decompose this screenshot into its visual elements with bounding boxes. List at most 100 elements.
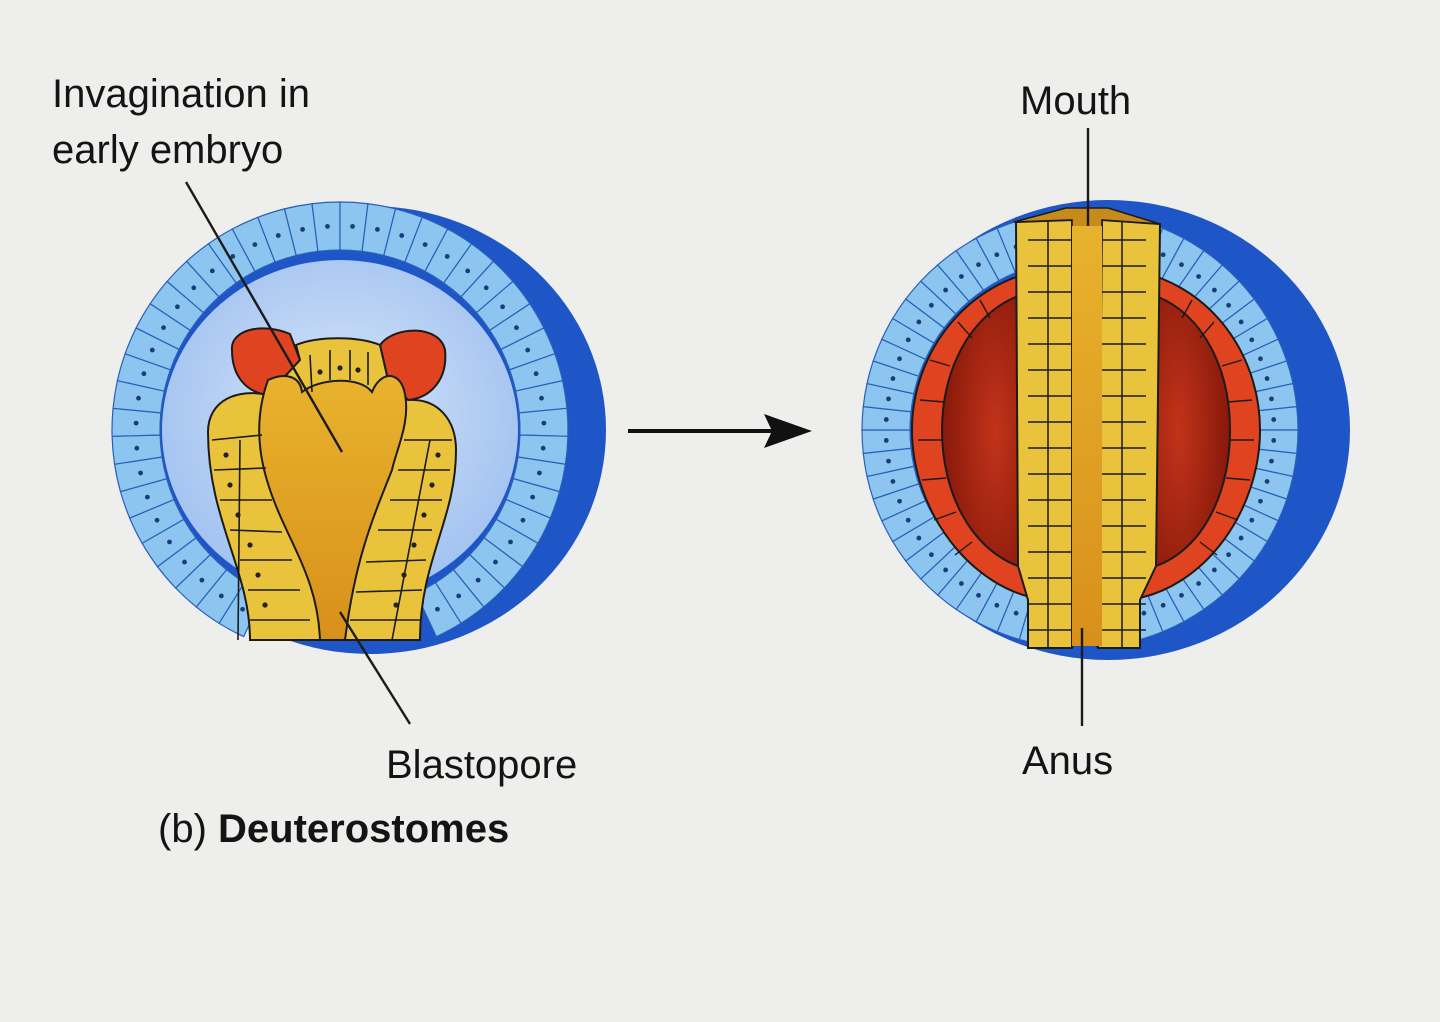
cell-nucleus (1269, 396, 1274, 402)
cell-nucleus (1264, 376, 1270, 381)
invagination-label: Invagination in early embryo (52, 66, 310, 178)
cell-nucleus (161, 325, 166, 331)
blastopore-leader-line (338, 611, 412, 725)
cell-nucleus (958, 274, 964, 279)
cell-nucleus (435, 606, 440, 612)
cell-nucleus (1179, 262, 1184, 268)
mouth-label: Mouth (1020, 79, 1132, 123)
endoderm-cell-lines (211, 350, 452, 641)
endoderm-cell-lines (1028, 222, 1146, 648)
gut-lumen (1072, 226, 1102, 646)
cell-nucleus (943, 567, 949, 573)
cell-nucleus (300, 227, 305, 232)
cell-nucleus (994, 252, 1000, 258)
cell-nucleus (444, 254, 450, 259)
invagination-label-line1: Invagination in (52, 72, 310, 116)
cell-nucleus (883, 417, 889, 422)
figure-caption: (b) Deuterostomes (158, 801, 509, 857)
cell-nucleus (1238, 319, 1244, 325)
cell-nucleus (134, 445, 140, 451)
embryo-with-coelom (861, 128, 1350, 726)
cell-nucleus (1226, 552, 1232, 558)
cell-nucleus (1211, 287, 1217, 293)
cell-nucleus (375, 227, 380, 232)
cell-nucleus (136, 395, 141, 401)
endoderm-strip-left (1014, 218, 1073, 649)
cell-nucleus (1249, 517, 1255, 523)
caption-title: Deuterostomes (218, 807, 510, 851)
anus-label: Anus (1022, 739, 1114, 783)
cell-nucleus (994, 602, 1000, 608)
mesoderm-cell-lines (918, 299, 1254, 556)
cell-nucleus (540, 445, 546, 451)
cell-nucleus (890, 376, 896, 381)
early-embryo-gastrula (111, 181, 606, 725)
cell-nucleus (240, 606, 245, 612)
cell-nucleus (976, 592, 981, 598)
cell-nucleus (1196, 581, 1202, 586)
endoderm-cell-line (1047, 222, 1123, 648)
cell-nucleus (537, 470, 542, 476)
cell-nucleus (539, 395, 544, 401)
cell-nucleus (230, 254, 236, 259)
cell-nucleus (1269, 458, 1274, 464)
cell-nucleus (541, 420, 547, 426)
coelom-right (1155, 294, 1232, 568)
cell-nucleus (500, 304, 505, 310)
cell-nucleus (916, 319, 922, 325)
cell-nucleus (483, 285, 489, 291)
cell-nucleus (475, 577, 481, 583)
cell-nucleus (1271, 417, 1277, 422)
cell-nucleus (514, 325, 519, 331)
cell-nucleus (1013, 610, 1019, 616)
cell-nucleus (191, 285, 197, 291)
cell-nucleus (144, 494, 150, 500)
cell-nucleus (1196, 274, 1202, 279)
cell-nucleus (1258, 356, 1263, 362)
cell-nucleus (275, 233, 281, 238)
cell-nucleus (1179, 592, 1184, 598)
ectoderm-layer (111, 201, 569, 638)
arrow-right-icon (628, 414, 812, 448)
cell-nucleus (252, 242, 258, 248)
cell-nucleus (493, 559, 498, 565)
cell-nucleus (175, 304, 180, 310)
cell-nucleus (182, 559, 187, 565)
caption-prefix: (b) (158, 807, 207, 851)
cell-nucleus (928, 552, 934, 558)
cell-nucleus (1249, 337, 1255, 343)
cell-nucleus (399, 233, 405, 238)
cell-nucleus (456, 593, 462, 599)
cell-nucleus (154, 517, 160, 523)
cell-nucleus (897, 356, 902, 362)
cell-nucleus (525, 347, 531, 353)
cell-nucleus (958, 581, 964, 586)
coelom-left (940, 294, 1019, 568)
cell-nucleus (199, 577, 205, 583)
cell-nucleus (1264, 479, 1270, 484)
cell-nucleus (325, 223, 330, 229)
cell-nucleus (149, 347, 155, 353)
cell-nucleus (1238, 535, 1244, 541)
cell-nucleus (138, 470, 143, 476)
cell-nucleus (465, 268, 471, 274)
invagination-leader-line (184, 181, 344, 453)
cell-nucleus (422, 242, 428, 248)
endoderm-nuclei (223, 365, 441, 608)
cell-nucleus (928, 302, 934, 308)
cell-nucleus (883, 438, 889, 443)
cell-nucleus (167, 539, 172, 545)
invagination-label-line2: early embryo (52, 128, 284, 172)
cell-nucleus (886, 396, 891, 402)
cell-nucleus (916, 535, 922, 541)
cell-nucleus (890, 479, 896, 484)
cell-nucleus (1271, 438, 1277, 443)
cell-nucleus (1160, 252, 1166, 258)
cell-nucleus (533, 371, 539, 377)
cell-nucleus (1258, 498, 1263, 504)
cell-nucleus (897, 498, 902, 504)
cell-nucleus (886, 458, 891, 464)
blastopore-label: Blastopore (386, 743, 578, 787)
cell-nucleus (209, 268, 215, 274)
cell-nucleus (520, 517, 526, 523)
